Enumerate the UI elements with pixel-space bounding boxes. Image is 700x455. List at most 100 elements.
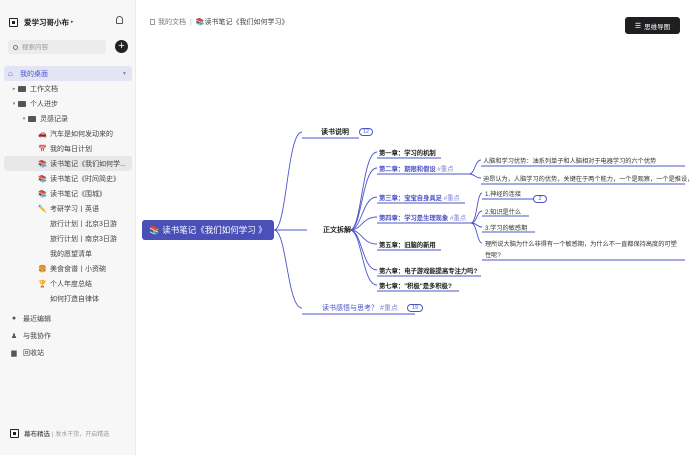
chapter-node[interactable]: 第五章：旧脑的新用 <box>379 242 436 249</box>
workspace-header[interactable]: 爱学习哥小布 ▸ <box>9 15 131 29</box>
breadcrumb-separator: | <box>190 18 192 26</box>
app-logo-icon <box>10 428 19 438</box>
sidebar-bottom-nav: ● 最近编辑 ♟ 与我协作 ▆ 回收站 <box>6 310 130 361</box>
connector-line <box>349 151 378 231</box>
sidebar-item-label: 个人进步 <box>30 100 58 108</box>
sidebar-item-doc[interactable]: 旅行计划丨北京3日游 <box>4 216 132 231</box>
app-logo-icon <box>9 17 18 27</box>
sidebar-item-inspiration[interactable]: ▾ 灵感记录 <box>4 111 132 126</box>
chapter-node[interactable]: 第一章：学习的机制 <box>379 150 436 157</box>
sidebar-item-label: 回收站 <box>23 349 44 357</box>
connector-line <box>349 229 378 271</box>
sidebar-item-label: 读书笔记《围城》 <box>50 190 106 198</box>
chapter-node[interactable]: 第七章："积极"是多积极? <box>379 283 452 290</box>
collapse-arrow-icon[interactable]: ▾ <box>12 100 16 107</box>
breadcrumb-root[interactable]: 我的文档 <box>158 19 186 26</box>
sidebar-item-doc[interactable]: 我的愿望清单 <box>4 246 132 261</box>
car-icon: 🚗 <box>38 130 47 138</box>
sidebar-item-doc[interactable]: 📚 读书笔记《时间简史》 <box>4 171 132 186</box>
sidebar-nav: ⌂ 我的桌面 ▼ ▸ 工作文档 ▾ 个人进步 ▾ 灵感记录 🚗 汽车是如何发动来… <box>4 66 132 306</box>
sidebar-item-label: 我的桌面 <box>20 70 48 78</box>
sidebar: 爱学习哥小布 ▸ + ⌂ 我的桌面 ▼ ▸ 工作文档 ▾ 个人进步 ▾ 灵感记录 <box>0 0 136 455</box>
collapsed-count-badge[interactable]: 19 <box>407 304 423 312</box>
sidebar-item-trash[interactable]: ▆ 回收站 <box>6 344 130 361</box>
sidebar-item-work-docs[interactable]: ▸ 工作文档 <box>4 81 132 96</box>
tag-key[interactable]: #重点 <box>437 166 454 173</box>
chapter-node[interactable]: 第六章：电子游戏能提高专注力吗? <box>379 268 478 275</box>
home-icon: ⌂ <box>8 69 13 78</box>
add-button[interactable]: + <box>115 40 128 53</box>
featured-sub: | 发水干货，开启精选 <box>52 431 110 438</box>
branch-reflection-label: 读书感悟与思考？ <box>322 305 378 312</box>
sidebar-item-doc[interactable]: 如何打造自律体 <box>4 291 132 306</box>
sidebar-item-doc[interactable]: 旅行计划丨南京3日游 <box>4 231 132 246</box>
branch-reading-notes[interactable]: 读书说明 <box>321 129 349 136</box>
tag-key[interactable]: #重点 <box>379 305 398 312</box>
chapter-node[interactable]: 第三章：宝宝自身具足 #重点 <box>379 193 460 202</box>
people-icon: ♟ <box>10 332 18 340</box>
search-input[interactable] <box>22 43 102 51</box>
workspace-caret-icon: ▸ <box>71 19 74 25</box>
sidebar-item-doc[interactable]: 📚 读书笔记《围城》 <box>4 186 132 201</box>
detail-node[interactable]: 2.知识是什么 <box>485 209 522 216</box>
bell-icon[interactable] <box>116 16 123 24</box>
collapsed-count-badge[interactable]: 2 <box>533 195 547 203</box>
folder-icon <box>18 100 26 107</box>
connector-line <box>468 173 482 179</box>
collapse-arrow-icon[interactable]: ▾ <box>22 115 26 122</box>
sidebar-item-recent[interactable]: ● 最近编辑 <box>6 310 130 327</box>
sidebar-item-doc[interactable]: 📅 我的每日计划 <box>4 141 132 156</box>
sidebar-item-label: 我的每日计划 <box>50 145 92 153</box>
branch-text-analysis[interactable]: 正文拆解 <box>323 227 351 234</box>
detail-node[interactable]: 迪昂认为，人脑学习的优势，关键在于两个能力，一个是观察，一个是推设， <box>483 176 694 183</box>
sidebar-item-doc-selected[interactable]: 📚 读书笔记《我们如何学... <box>4 156 132 171</box>
detail-node[interactable]: 3.学习的敏感期 <box>485 225 528 232</box>
chapter-label: 第二章：期限和假设 <box>379 166 436 173</box>
sidebar-item-label: 读书笔记《我们如何学... <box>50 160 126 168</box>
trash-icon: ▆ <box>11 349 17 357</box>
sidebar-item-label: 旅行计划丨南京3日游 <box>50 235 117 243</box>
tag-key[interactable]: #重点 <box>443 195 460 202</box>
sidebar-item-home[interactable]: ⌂ 我的桌面 ▼ <box>4 66 132 81</box>
mindmap-root-node[interactable]: 📚 读书笔记《我们如何学习 》 <box>142 220 274 240</box>
sidebar-item-label: 工作文档 <box>30 85 58 93</box>
chevron-down-icon[interactable]: ▼ <box>122 70 127 77</box>
books-icon: 📚 <box>38 175 47 183</box>
detail-node[interactable]: 人脑和学习优势：油系列单子和人脑相对于电器学习的六个优势 <box>483 158 657 165</box>
sidebar-item-personal-growth[interactable]: ▾ 个人进步 <box>4 96 132 111</box>
mindmap-connectors <box>273 131 685 315</box>
mindmap-button[interactable]: ☰ 思维导图 <box>625 17 680 34</box>
workspace-name: 爱学习哥小布 <box>24 17 69 27</box>
trophy-icon: 🏆 <box>38 280 47 288</box>
collapsed-count-badge[interactable]: 12 <box>359 128 373 136</box>
sidebar-item-doc[interactable]: 🏆 个人年度总结 <box>4 276 132 291</box>
doc-icon <box>150 19 155 25</box>
featured-link[interactable]: 幕布精选 | 发水干货，开启精选 <box>10 428 109 438</box>
sidebar-item-label: 与我协作 <box>23 332 51 340</box>
sidebar-item-label: 个人年度总结 <box>50 280 92 288</box>
sidebar-item-label: 如何打造自律体 <box>50 295 99 303</box>
sidebar-item-label: 美食食谱丨小资碗 <box>50 265 106 273</box>
sidebar-item-doc[interactable]: 🚗 汽车是如何发动来的 <box>4 126 132 141</box>
featured-label: 幕布精选 <box>24 431 50 438</box>
detail-node[interactable]: 理所说大脑为什么非得有一个敏感期，为什么不一直都保持高度的可塑 <box>485 241 677 248</box>
breadcrumb-current: 📚读书笔记《我们如何学习》 <box>195 19 289 26</box>
connector-line <box>470 222 483 244</box>
detail-node[interactable]: 1.神经的连接 <box>485 191 522 198</box>
tag-key[interactable]: #重点 <box>450 215 467 222</box>
calendar-icon: 📅 <box>38 145 47 153</box>
connector-line <box>349 216 378 231</box>
search-box[interactable] <box>8 40 106 54</box>
chapter-node[interactable]: 第四章：学习是生理现象 #重点 <box>379 213 466 222</box>
expand-arrow-icon[interactable]: ▸ <box>12 85 16 92</box>
sidebar-item-label: 旅行计划丨北京3日游 <box>50 220 117 228</box>
branch-reflection[interactable]: 读书感悟与思考？ #重点 <box>322 303 398 313</box>
sidebar-item-shared[interactable]: ♟ 与我协作 <box>6 327 130 344</box>
mindmap-icon: ☰ <box>634 22 642 30</box>
books-icon: 📚 <box>38 190 47 198</box>
chapter-node[interactable]: 第二章：期限和假设 #重点 <box>379 164 454 173</box>
sidebar-item-doc[interactable]: ✏️ 考研学习丨英语 <box>4 201 132 216</box>
main-area: 我的文档 | 📚读书笔记《我们如何学习》 ☰ 思维导图 <box>137 0 700 455</box>
sidebar-item-doc[interactable]: 🍔 美食食谱丨小资碗 <box>4 261 132 276</box>
detail-node-continued: 性呢? <box>485 252 501 259</box>
